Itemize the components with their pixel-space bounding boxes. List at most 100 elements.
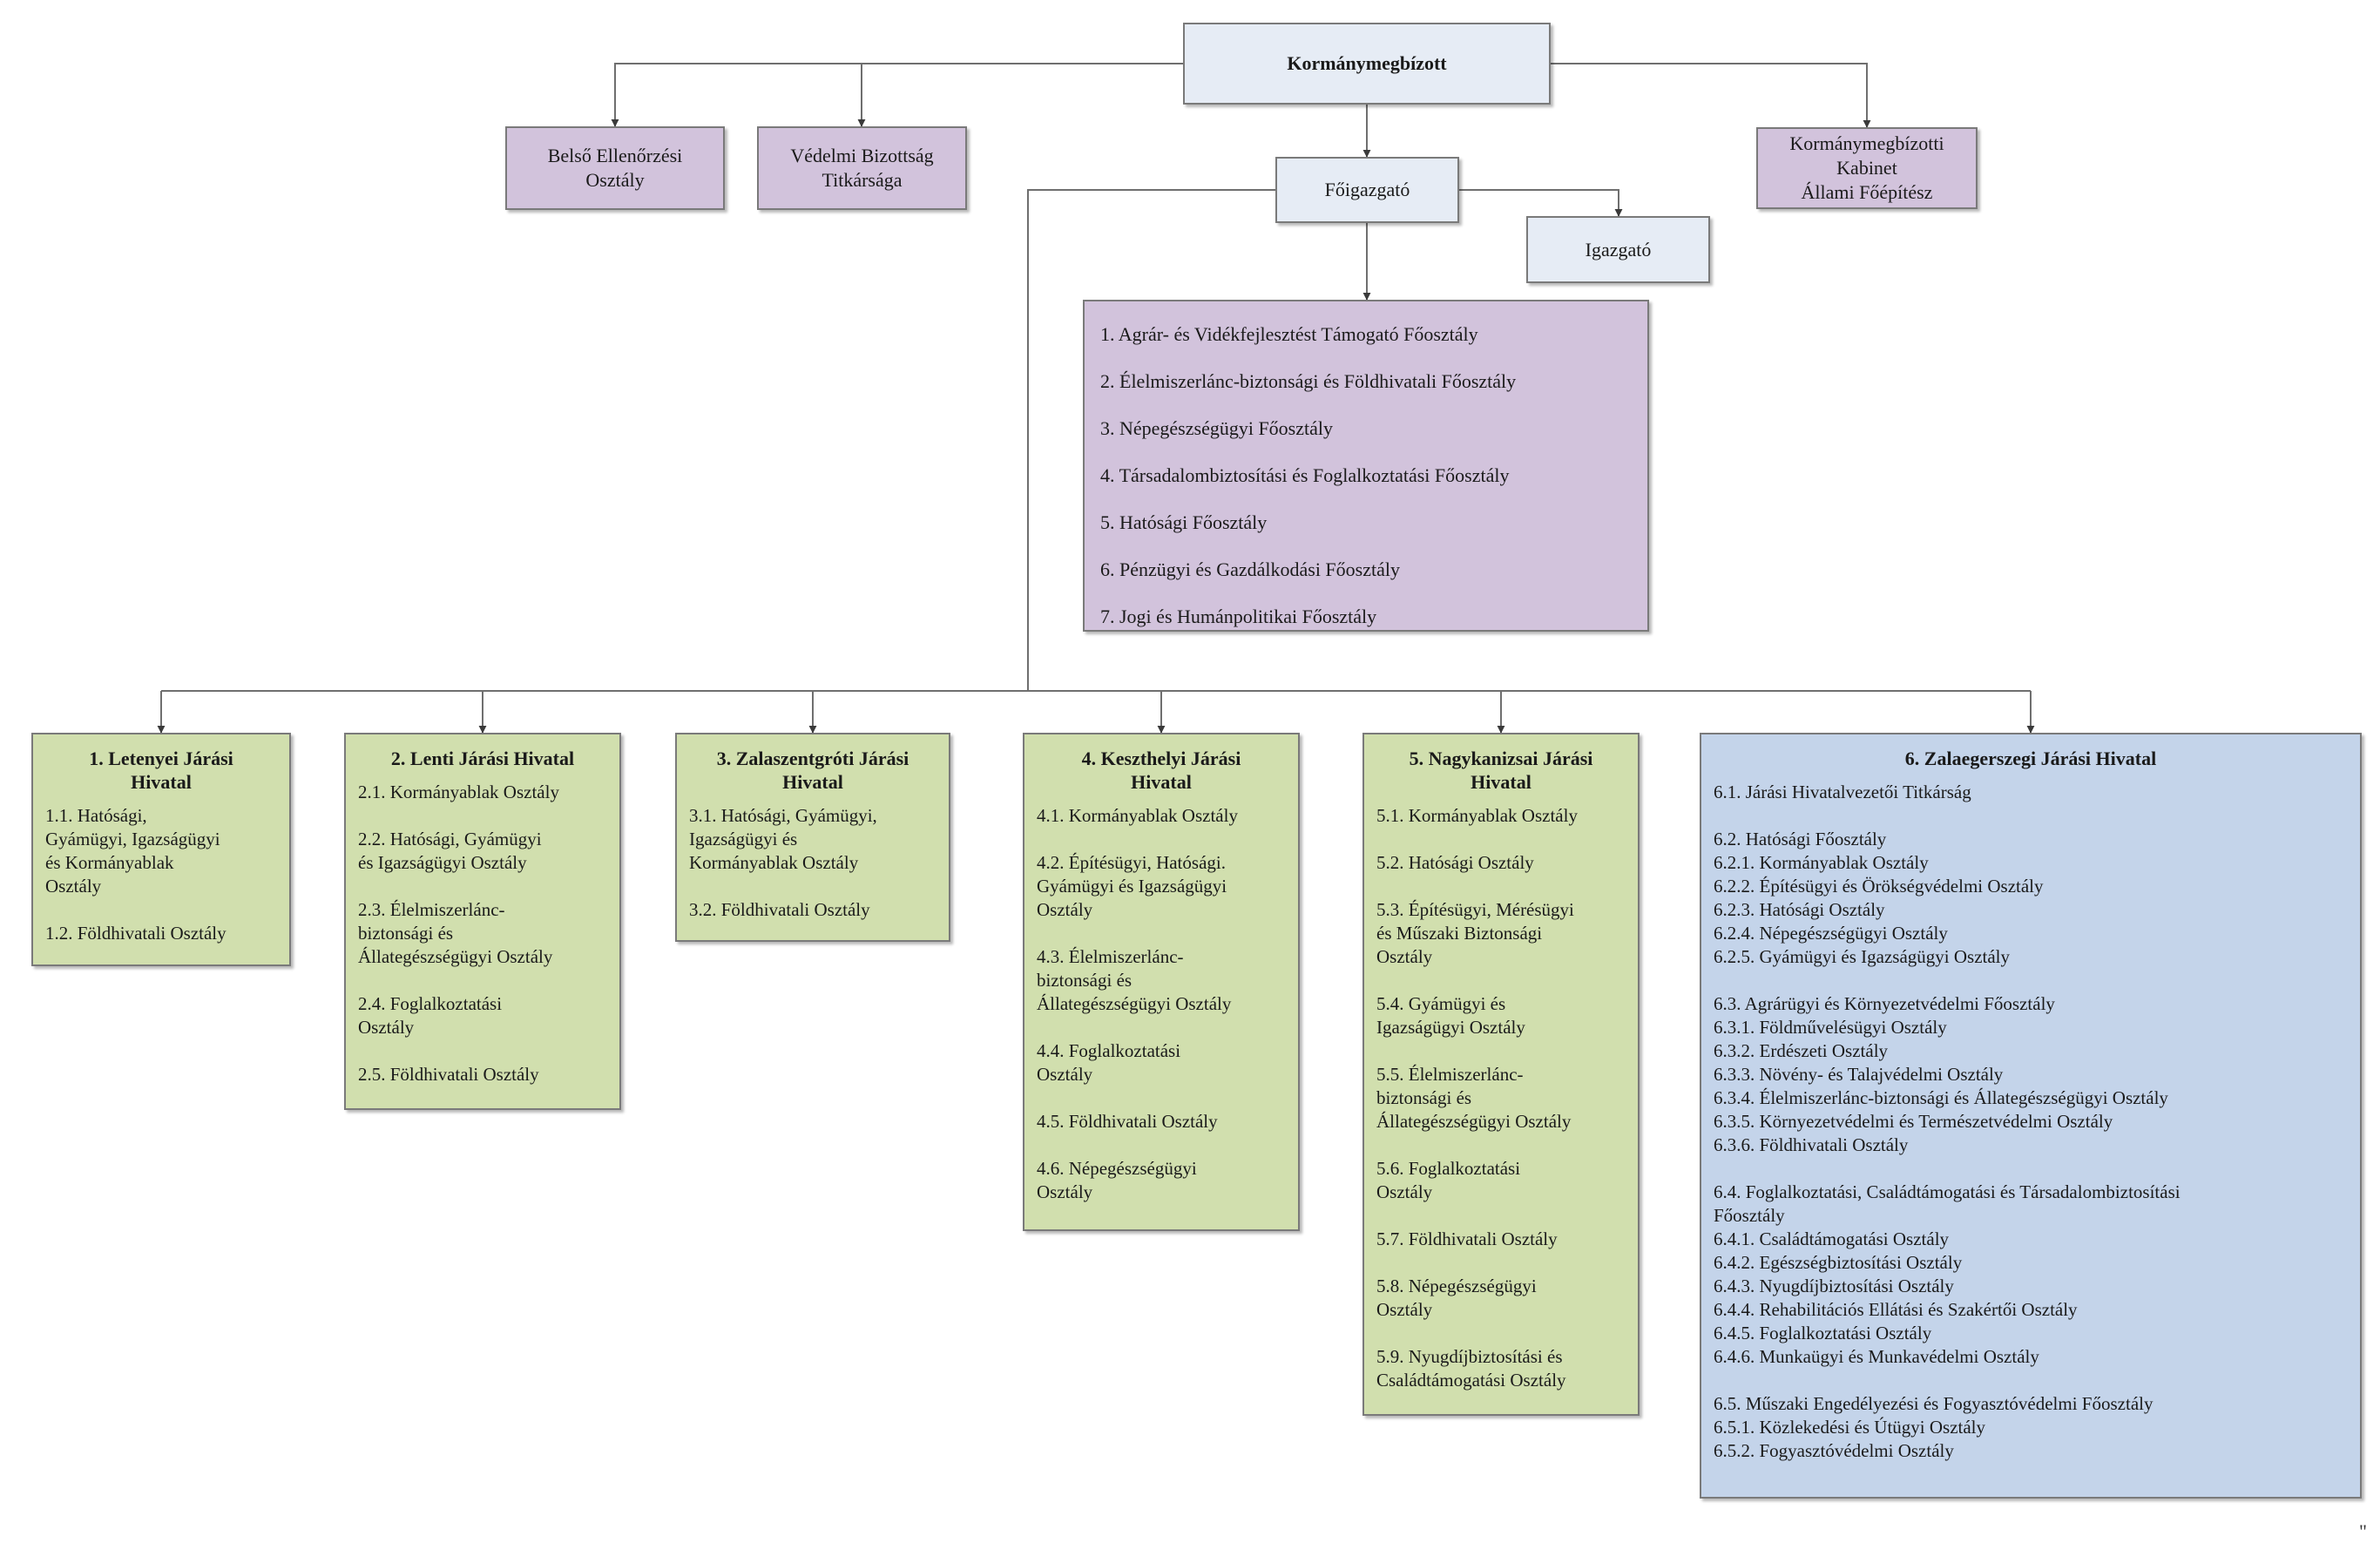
kabinet-line-3: Állami Főépítész [1801,181,1933,203]
district-title-line: Hivatal [1131,771,1192,793]
district-title-line: 1. Letenyei Járási [89,748,233,769]
item-line: 6.5. Műszaki Engedélyezési és Fogyasztóv… [1714,1393,2153,1414]
item-line: 6.5.1. Közlekedési és Útügyi Osztály [1714,1417,1986,1438]
district-item: 5.8. Népegészségügyi Osztály [1376,1275,1626,1322]
item-line: 5.7. Földhivatali Osztály [1376,1228,1558,1249]
item-line: 2.1. Kormányablak Osztály [358,782,559,802]
kormanymegbizott-label: Kormánymegbízott [1287,52,1447,74]
connector-to-belso [611,63,1183,127]
item-line: 4.1. Kormányablak Osztály [1037,805,1238,826]
item-line: és Igazságügyi Osztály [358,852,527,873]
district-item: 4.6. Népegészségügyi Osztály [1037,1157,1286,1204]
kormanymegbizott-box: Kormánymegbízott [1183,23,1551,105]
item-line: 5.6. Foglalkoztatási [1376,1158,1521,1179]
district-item: 5.6. Foglalkoztatási Osztály [1376,1157,1626,1204]
kabinet-line-2: Kabinet [1836,157,1897,179]
connector-foigazgato-trunk [1027,189,1275,691]
district-title-line: 5. Nagykanizsai Járási [1409,748,1593,769]
district-item: 3.1. Hatósági, Gyámügyi, Igazságügyi és … [689,804,936,875]
item-line: Osztály [1037,1064,1093,1085]
item-line: 6.4.6. Munkaügyi és Munkavédelmi Osztály [1714,1346,2039,1367]
district-item: 4.2. Építésügyi, Hatósági. Gyámügyi és I… [1037,851,1286,922]
vedelmi-bizottsag-line-1: Védelmi Bizottság [790,145,934,166]
item-line: 6.4.3. Nyugdíjbiztosítási Osztály [1714,1276,1954,1296]
district-item: 2.4. Foglalkoztatási Osztály [358,992,607,1039]
department-item: 2. Élelmiszerlánc-biztonsági és Földhiva… [1100,370,1517,392]
item-line: 2.4. Foglalkoztatási [358,993,503,1014]
item-line: 5.5. Élelmiszerlánc- [1376,1064,1524,1085]
kabinet-box: Kormánymegbízotti Kabinet Állami Főépíté… [1756,127,1978,209]
belso-ellenorzesi-line-2: Osztály [585,169,645,191]
item-line: 6.2. Hatósági Főosztály [1714,829,1887,849]
item-line: 6.2.4. Népegészségügyi Osztály [1714,923,1948,944]
item-line: Állategészségügyi Osztály [1376,1111,1572,1132]
department-item: 1. Agrár- és Vidékfejlesztést Támogató F… [1100,323,1478,345]
district-item: 1.1. Hatósági, Gyámügyi, Igazságügyi és … [45,804,277,898]
district-letenye-box: 1. Letenyei Járási Hivatal 1.1. Hatósági… [31,733,291,966]
district-item: 4.1. Kormányablak Osztály [1037,804,1286,828]
corner-mark: " [2359,1520,2367,1542]
district-item: 2.5. Földhivatali Osztály [358,1063,607,1086]
belso-ellenorzesi-line-1: Belső Ellenőrzési [547,145,683,166]
district-item: 1.2. Földhivatali Osztály [45,922,277,945]
belso-ellenorzesi-box: Belső Ellenőrzési Osztály [505,126,725,210]
item-line: 4.3. Élelmiszerlánc- [1037,946,1184,967]
item-line: Osztály [1037,899,1093,920]
district-title-line: 4. Keszthelyi Járási [1081,748,1241,769]
item-line: 6.3.4. Élelmiszerlánc-biztonsági és Álla… [1714,1087,2168,1108]
district-zalaegerszeg-box: 6. Zalaegerszegi Járási Hivatal 6.1. Jár… [1700,733,2362,1499]
subdivision-group: 6.3. Agrárügyi és Környezetvédelmi Főosz… [1714,992,2348,1157]
vedelmi-bizottsag-line-2: Titkársága [822,169,903,191]
item-line: 6.4.5. Foglalkoztatási Osztály [1714,1323,1932,1343]
district-item: 4.3. Élelmiszerlánc- biztonsági és Állat… [1037,945,1286,1016]
district-item: 5.4. Gyámügyi és Igazságügyi Osztály [1376,992,1626,1039]
item-line: 6.3.2. Erdészeti Osztály [1714,1040,1889,1061]
item-line: 4.2. Építésügyi, Hatósági. [1037,852,1226,873]
item-line: Állategészségügyi Osztály [358,946,553,967]
district-item: 5.3. Építésügyi, Mérésügyi és Műszaki Bi… [1376,898,1626,969]
district-item: 5.2. Hatósági Osztály [1376,851,1626,875]
item-line: Igazságügyi Osztály [1376,1017,1525,1038]
department-item: 7. Jogi és Humánpolitikai Főosztály [1100,606,1377,627]
item-line: 2.5. Földhivatali Osztály [358,1064,539,1085]
item-line: 4.6. Népegészségügyi [1037,1158,1197,1179]
subdivision-group: 6.4. Foglalkoztatási, Családtámogatási é… [1714,1181,2348,1369]
item-line: Gyámügyi és Igazságügyi [1037,876,1227,897]
item-line: 6.2.5. Gyámügyi és Igazságügyi Osztály [1714,946,2011,967]
item-line: 1.1. Hatósági, [45,805,147,826]
item-line: 6.3. Agrárügyi és Környezetvédelmi Főosz… [1714,993,2055,1014]
foigazgato-label: Főigazgató [1324,179,1410,200]
department-item: 6. Pénzügyi és Gazdálkodási Főosztály [1100,558,1400,580]
item-line: biztonsági és [1037,970,1133,991]
item-line: 5.2. Hatósági Osztály [1376,852,1534,873]
item-line: Osztály [1376,1181,1433,1202]
item-line: 6.3.1. Földművelésügyi Osztály [1714,1017,1947,1038]
district-item: 5.5. Élelmiszerlánc- biztonsági és Állat… [1376,1063,1626,1134]
department-item: 5. Hatósági Főosztály [1100,511,1268,533]
item-line: 6.3.6. Földhivatali Osztály [1714,1134,1909,1155]
igazgato-label: Igazgató [1585,238,1652,261]
district-item: 4.4. Foglalkoztatási Osztály [1037,1039,1286,1086]
subdivision-group: 6.5. Műszaki Engedélyezési és Fogyasztóv… [1714,1392,2348,1463]
item-line: Kormányablak Osztály [689,852,859,873]
district-item: 4.5. Földhivatali Osztály [1037,1110,1286,1134]
item-line: 4.4. Foglalkoztatási [1037,1040,1181,1061]
district-title-line: 2. Lenti Járási Hivatal [390,748,575,769]
item-line: Osztály [45,876,102,897]
item-line: 6.4.4. Rehabilitációs Ellátási és Szakér… [1714,1299,2078,1320]
item-line: Osztály [1376,1299,1433,1320]
kabinet-line-1: Kormánymegbízotti [1789,132,1944,154]
department-item: 3. Népegészségügyi Főosztály [1100,417,1333,439]
item-line: Családtámogatási Osztály [1376,1370,1566,1391]
item-line: 3.1. Hatósági, Gyámügyi, [689,805,877,826]
district-nagykanizsa-box: 5. Nagykanizsai Járási Hivatal 5.1. Korm… [1362,733,1640,1416]
item-line: 4.5. Földhivatali Osztály [1037,1111,1218,1132]
item-line: 6.5.2. Fogyasztóvédelmi Osztály [1714,1440,1954,1461]
district-item: 2.2. Hatósági, Gyámügyi és Igazságügyi O… [358,828,607,875]
item-line: 5.1. Kormányablak Osztály [1376,805,1578,826]
foigazgato-box: Főigazgató [1275,157,1459,223]
district-item: 5.9. Nyugdíjbiztosítási és Családtámogat… [1376,1345,1626,1392]
item-line: 2.3. Élelmiszerlánc- [358,899,505,920]
item-line: 6.4.2. Egészségbiztosítási Osztály [1714,1252,1963,1273]
